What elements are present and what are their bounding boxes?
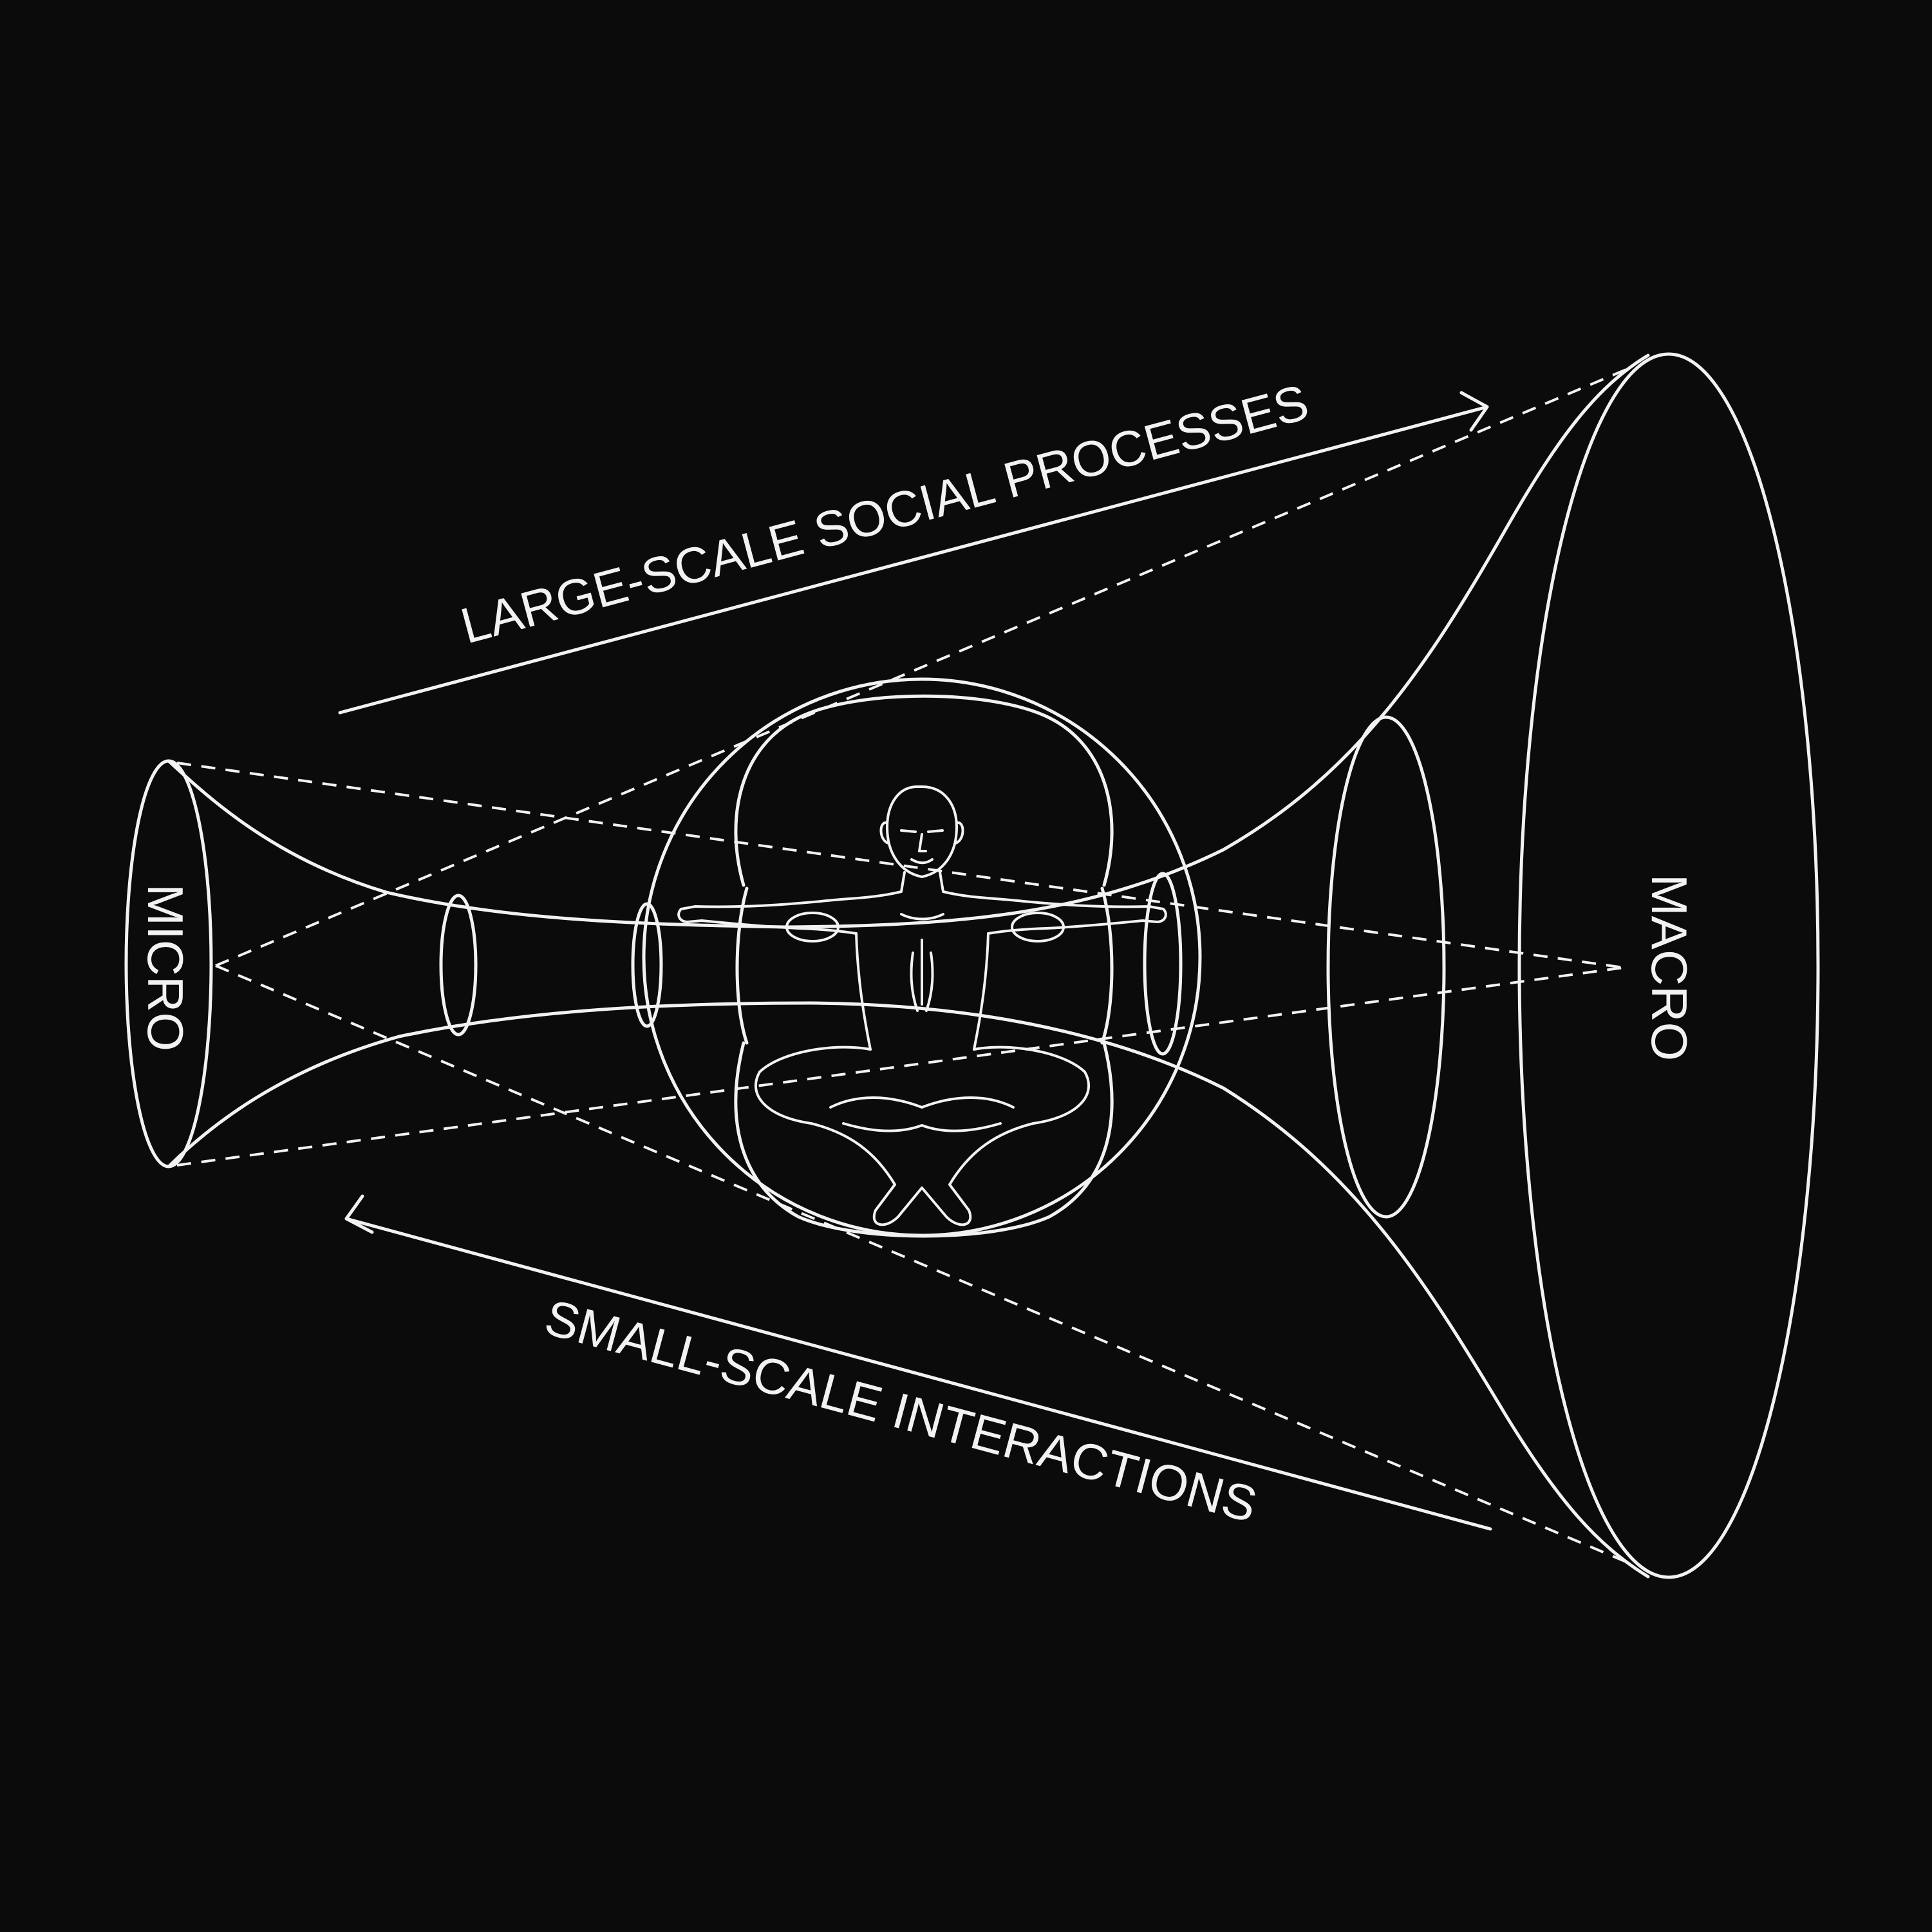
figure-crossed-legs <box>755 1046 1090 1226</box>
figure-ear-left <box>879 821 890 845</box>
perspective-dashed-lines <box>176 364 1636 1567</box>
figure-left-arm <box>677 900 858 935</box>
figure-eyes <box>900 829 944 833</box>
bottom-arrow-label: SMALL-SCALE INTERACTIONS <box>539 1288 1263 1533</box>
dashed-line-3 <box>215 364 1636 967</box>
bottom-arrowhead-icon <box>344 1194 374 1234</box>
top-arrow-label: LARGE-SCALE SOCIAL PROCESSES <box>455 373 1315 655</box>
sphere-right-arc <box>1100 886 1114 1045</box>
cross-section-ellipse-1 <box>439 894 478 1036</box>
dashed-line-4 <box>215 964 1636 1567</box>
process-arrows <box>338 391 1492 1531</box>
figure-feet <box>829 1096 1015 1132</box>
top-arrowhead-icon <box>1459 391 1489 432</box>
funnel-lower-curve <box>167 1001 1650 1579</box>
cross-section-ellipse-2 <box>631 902 663 1028</box>
figure-left-elbow <box>785 912 839 943</box>
dashed-line-2 <box>176 966 1624 1167</box>
cross-section-ellipse-3 <box>1143 872 1183 1056</box>
sphere-inner-shell <box>734 694 1114 1238</box>
figure-nose <box>918 833 927 852</box>
sphere-left-arc <box>735 886 749 1045</box>
cross-section-ellipse-4 <box>1326 715 1446 1219</box>
micro-label: MICRO <box>137 884 194 1051</box>
figure-ear-right <box>954 821 964 845</box>
figure-torso <box>855 913 989 1051</box>
macro-end-ellipse <box>1517 352 1820 1579</box>
figure-right-elbow <box>1011 912 1065 943</box>
macro-label: MACRO <box>1641 874 1698 1061</box>
funnel-upper-curve <box>167 353 1650 929</box>
figure-mouth <box>910 858 933 865</box>
top-arrow-shaft <box>338 405 1489 715</box>
figure-head <box>886 785 958 878</box>
sphere <box>642 677 1202 1238</box>
seated-human-figure <box>677 785 1167 1226</box>
funnel-outline <box>124 352 1820 1579</box>
bottom-arrow-shaft <box>344 1217 1492 1531</box>
figure-right-arm <box>987 900 1167 935</box>
figure-neck-shoulders <box>820 871 1025 903</box>
